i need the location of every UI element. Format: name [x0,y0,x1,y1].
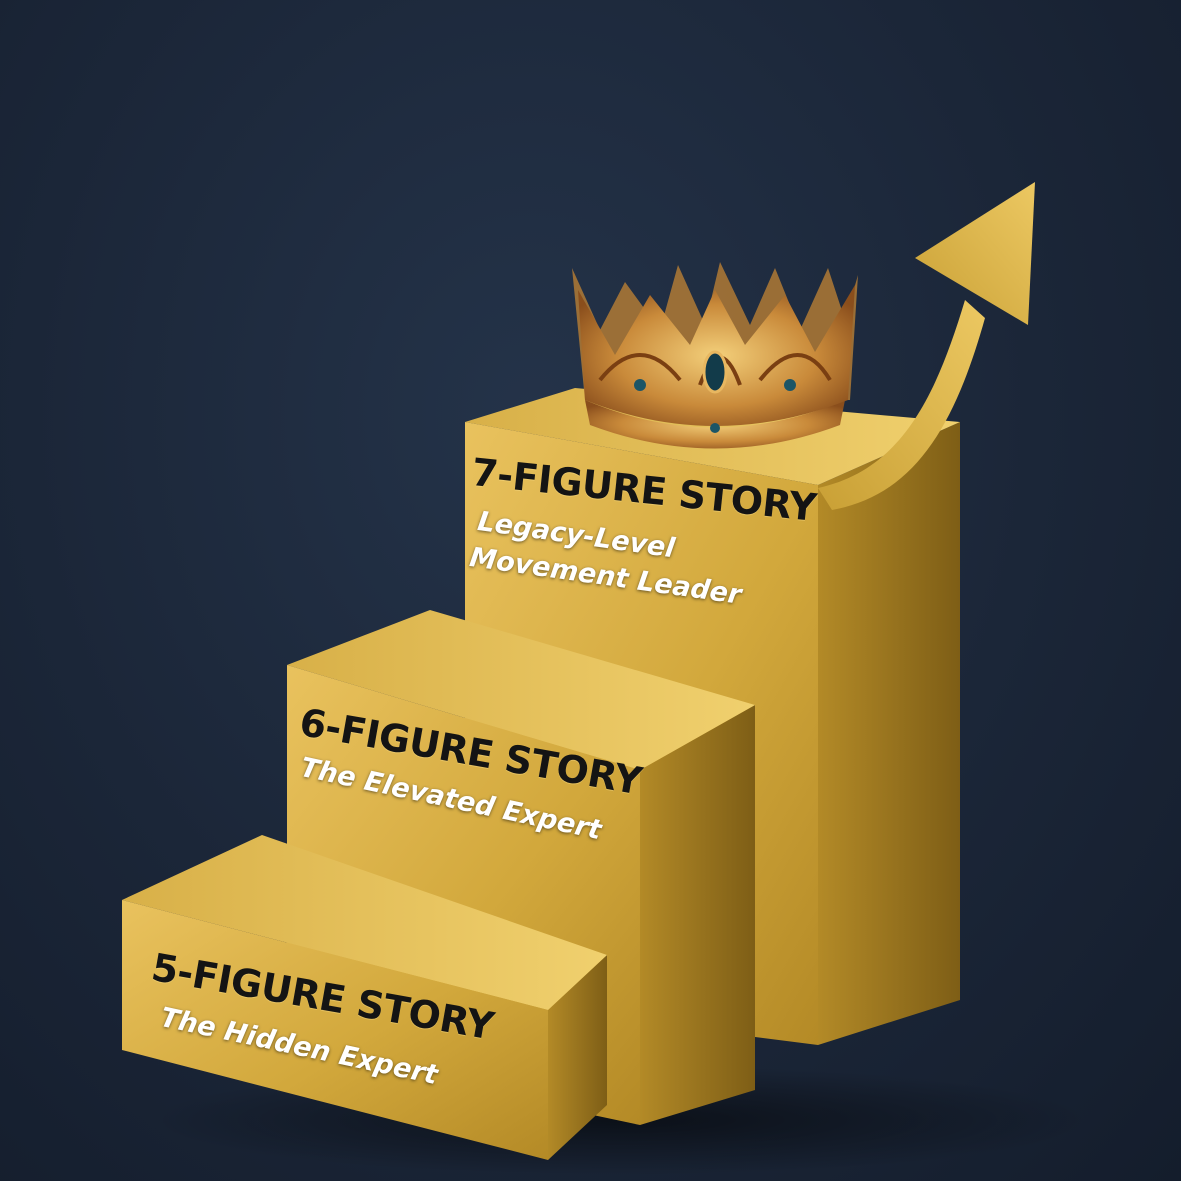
crown-icon [572,262,858,449]
growth-arrow-icon [818,182,1035,510]
step-5-figure-block [122,835,607,1160]
